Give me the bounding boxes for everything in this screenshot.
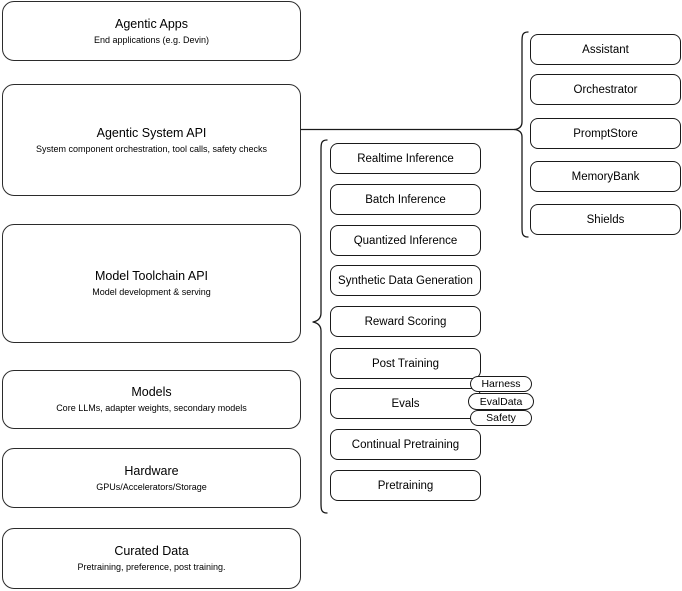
layer-box-agentic-system-api[interactable]: Agentic System API System component orch… — [2, 84, 301, 196]
component-box-assistant[interactable]: Assistant — [530, 34, 681, 65]
component-label: Shields — [586, 213, 625, 226]
layer-subtitle: GPUs/Accelerators/Storage — [96, 481, 207, 492]
layer-title: Agentic System API — [96, 125, 207, 140]
evals-tag-label: Harness — [481, 378, 521, 390]
component-label: Assistant — [582, 43, 629, 56]
layer-subtitle: Pretraining, preference, post training. — [77, 562, 226, 572]
layer-title: Curated Data — [114, 544, 189, 558]
toolchain-label: Continual Pretraining — [351, 438, 460, 451]
layer-subtitle: Model development & serving — [92, 287, 211, 297]
layer-subtitle: End applications (e.g. Devin) — [93, 34, 210, 45]
component-label: Orchestrator — [573, 83, 638, 96]
component-box-orchestrator[interactable]: Orchestrator — [530, 74, 681, 105]
toolchain-label: Batch Inference — [365, 193, 446, 206]
layer-subtitle: Core LLMs, adapter weights, secondary mo… — [56, 403, 247, 413]
component-label: MemoryBank — [571, 170, 640, 183]
layer-box-models[interactable]: Models Core LLMs, adapter weights, secon… — [2, 370, 301, 429]
toolchain-label: Evals — [391, 397, 420, 410]
toolchain-box-continual-pretraining[interactable]: Continual Pretraining — [330, 429, 481, 460]
layer-box-hardware[interactable]: Hardware GPUs/Accelerators/Storage — [2, 448, 301, 508]
toolchain-label: Quantized Inference — [353, 234, 458, 247]
evals-tag-harness[interactable]: Harness — [470, 376, 532, 392]
toolchain-box-pretraining[interactable]: Pretraining — [330, 470, 481, 501]
toolchain-label: Pretraining — [377, 479, 434, 492]
toolchain-box-synthetic-data-generation[interactable]: Synthetic Data Generation — [330, 265, 481, 296]
layer-title: Agentic Apps — [115, 16, 188, 31]
toolchain-box-reward-scoring[interactable]: Reward Scoring — [330, 306, 481, 337]
toolchain-box-batch-inference[interactable]: Batch Inference — [330, 184, 481, 215]
toolchain-box-post-training[interactable]: Post Training — [330, 348, 481, 379]
layer-box-curated-data[interactable]: Curated Data Pretraining, preference, po… — [2, 528, 301, 589]
layer-box-agentic-apps[interactable]: Agentic Apps End applications (e.g. Devi… — [2, 1, 301, 61]
layer-box-model-toolchain-api[interactable]: Model Toolchain API Model development & … — [2, 224, 301, 343]
toolchain-label: Reward Scoring — [364, 315, 447, 328]
evals-tag-safety[interactable]: Safety — [470, 410, 532, 426]
component-box-memorybank[interactable]: MemoryBank — [530, 161, 681, 192]
component-box-shields[interactable]: Shields — [530, 204, 681, 235]
toolchain-label: Post Training — [371, 357, 440, 370]
layer-title: Hardware — [124, 463, 179, 478]
toolchain-label: Synthetic Data Generation — [338, 274, 473, 287]
evals-tag-label: Safety — [486, 412, 516, 424]
toolchain-label: Realtime Inference — [357, 152, 454, 165]
layer-subtitle: System component orchestration, tool cal… — [35, 143, 268, 154]
layer-title: Model Toolchain API — [94, 269, 209, 283]
toolchain-box-quantized-inference[interactable]: Quantized Inference — [330, 225, 481, 256]
evals-tag-label: EvalData — [479, 395, 523, 408]
toolchain-box-evals[interactable]: Evals — [330, 388, 481, 419]
component-label: PromptStore — [573, 127, 638, 140]
component-box-promptstore[interactable]: PromptStore — [530, 118, 681, 149]
evals-tag-evaldata[interactable]: EvalData — [468, 393, 534, 410]
toolchain-box-realtime-inference[interactable]: Realtime Inference — [330, 143, 481, 174]
layer-title: Models — [131, 385, 172, 399]
